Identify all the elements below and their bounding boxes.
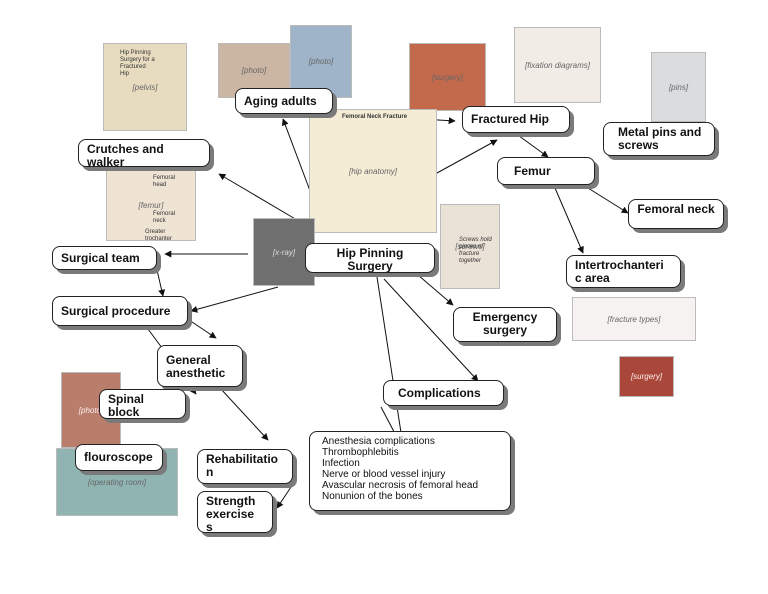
link-center-emergency	[417, 274, 454, 306]
node-complications-list[interactable]: Anesthesia complications Thrombophlebiti…	[309, 431, 511, 511]
femur-head-label: Femoral head	[153, 175, 176, 188]
screws-diagram-placeholder: [screws]	[455, 242, 485, 251]
link-femur-intertroch	[554, 187, 584, 254]
femur-neck-label: Femoral neck	[153, 211, 176, 224]
xray-caption: Femoral Neck Fracture	[342, 114, 408, 120]
surgery-photo-placeholder: [surgery]	[431, 72, 464, 82]
elderly-couple-photo: [photo]	[290, 25, 352, 98]
node-fractured-hip[interactable]: Fractured Hip	[462, 106, 570, 133]
metal-pins-photo-placeholder: [pins]	[668, 82, 689, 92]
greater-trochanter-label: Greater trochanter	[145, 229, 173, 241]
screws-diagram-image: [screws] Screws hold pieces of fracture …	[440, 204, 500, 289]
femoral-fracture-placeholder: [hip anatomy]	[348, 166, 398, 176]
complication-item: Thrombophlebitis	[322, 447, 399, 458]
pelvis-image: [pelvis] Hip Pinning Surgery for a Fract…	[103, 43, 187, 131]
open-surgery-photo: [surgery]	[619, 356, 674, 397]
metal-pins-photo: [pins]	[651, 52, 706, 122]
fracture-types-image: [fracture types]	[572, 297, 696, 341]
node-femoral-neck[interactable]: Femoral neck	[628, 199, 724, 229]
link-center-complications	[383, 278, 479, 382]
xray-pins-placeholder: [x-ray]	[272, 247, 296, 257]
complication-item: Anesthesia complications	[322, 436, 435, 447]
node-aging-adults[interactable]: Aging adults	[235, 88, 333, 114]
surgical-team-placeholder: [operating room]	[87, 477, 147, 487]
link-rehab-strength	[276, 483, 294, 509]
screws-caption: Screws hold pieces of fracture together	[459, 237, 492, 264]
link-fractured-femur	[514, 132, 549, 158]
node-spinal-block[interactable]: Spinal block	[99, 389, 186, 419]
node-surgical-team[interactable]: Surgical team	[52, 246, 157, 270]
node-femur[interactable]: Femur	[497, 157, 595, 185]
node-flouroscope[interactable]: flouroscope	[75, 444, 163, 471]
node-emergency-surgery[interactable]: Emergency surgery	[453, 307, 557, 342]
node-crutches[interactable]: Crutches and walker	[78, 139, 210, 169]
link-procedure-anesthetic	[188, 319, 217, 339]
fixation-types-placeholder: [fixation diagrams]	[525, 60, 590, 70]
pelvis-caption: Hip Pinning Surgery for a Fractured Hip	[120, 50, 155, 77]
aging-adults-photo-placeholder: [photo]	[241, 66, 267, 75]
fixation-types-image: [fixation diagrams]	[514, 27, 601, 103]
link-center-procedure	[190, 286, 279, 313]
link-femur-neck	[587, 187, 629, 214]
link-team-procedure	[156, 269, 165, 297]
complication-item: Avascular necrosis of femoral head	[322, 480, 479, 491]
node-complications[interactable]: Complications	[383, 380, 504, 406]
node-metal-pins[interactable]: Metal pins and screws	[603, 122, 715, 156]
complication-item: Nerve or blood vessel injury	[322, 469, 446, 480]
xray-pins-image: [x-ray]	[253, 218, 315, 286]
node-hip-pinning-surgery[interactable]: Hip Pinning Surgery	[305, 243, 435, 273]
link-center-complist	[376, 276, 407, 453]
node-strength-exercises[interactable]: Strength exercise s	[197, 491, 273, 534]
link-center-crutches	[218, 173, 298, 221]
femur-anatomy-placeholder: [femur]	[138, 201, 164, 210]
spinal-block-placeholder: [photo]	[78, 405, 104, 415]
node-surgical-procedure[interactable]: Surgical procedure	[52, 296, 188, 326]
node-rehabilitation[interactable]: Rehabilitatio n	[197, 449, 293, 484]
node-intertrochanteric[interactable]: Intertrochanteri c area	[566, 255, 681, 288]
complication-item: Nonunion of the bones	[322, 491, 423, 502]
elderly-couple-photo-placeholder: [photo]	[308, 57, 334, 66]
femur-anatomy-image: [femur] Femoral head Femoral neck Greate…	[106, 170, 196, 241]
open-surgery-placeholder: [surgery]	[630, 372, 663, 381]
surgery-photo: [surgery]	[409, 43, 486, 111]
node-general-anesthetic[interactable]: General anesthetic	[157, 345, 243, 387]
link-anesthetic-rehab	[219, 387, 269, 441]
pelvis-image-placeholder: [pelvis]	[132, 82, 158, 92]
fracture-types-placeholder: [fracture types]	[607, 314, 661, 324]
femoral-neck-fracture-image: [hip anatomy] Femoral Neck Fracture	[309, 109, 437, 233]
complication-item: Infection	[322, 458, 360, 469]
